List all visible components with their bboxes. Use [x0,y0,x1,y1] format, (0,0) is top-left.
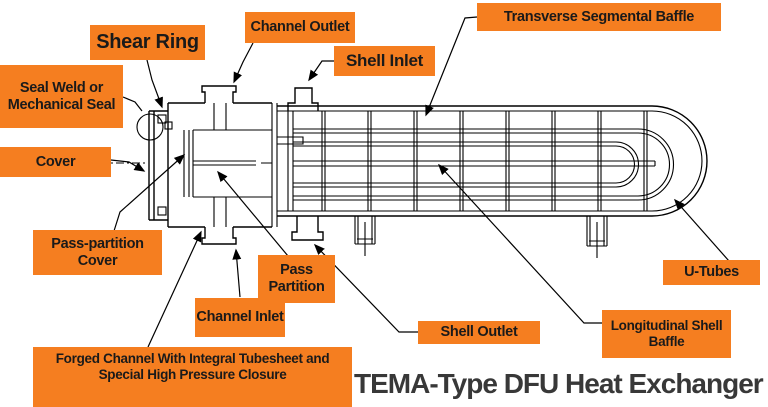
shear-ring-detail [157,114,173,130]
leader-pass-partition-cover [113,154,186,232]
leader-seal-weld [122,96,143,112]
leader-transverse-baffle [425,16,478,117]
leader-channel-outlet [233,42,254,84]
seal-weld-circle [136,113,164,141]
support-saddle-right [586,216,608,258]
label-channel-outlet: Channel Outlet [245,12,355,43]
tube-bundle [293,128,674,201]
leader-cover [110,159,146,172]
leader-longitudinal-baffle [437,163,602,324]
support-saddle-left [354,216,376,256]
label-longitudinal-shell-baffle: Longitudinal Shell Baffle [602,310,731,358]
channel-body [167,102,272,228]
label-shell-outlet: Shell Outlet [418,321,540,344]
label-pass-partition: Pass Partition [258,255,335,303]
label-shear-ring: Shear Ring [90,25,205,60]
label-u-tubes: U-Tubes [663,260,760,285]
leader-shell-inlet [308,60,334,82]
cover-plate [148,110,168,221]
leader-u-tubes [674,198,730,262]
shell-body [271,103,708,227]
baffles [321,111,648,211]
shell-outlet-nozzle [291,216,324,241]
leader-shear-ring [146,59,163,109]
label-channel-inlet: Channel Inlet [195,298,285,337]
diagram-title: TEMA-Type DFU Heat Exchanger [354,368,764,399]
impingement-plate [277,136,304,145]
leader-forged-channel [147,230,202,348]
leader-pass-partition [217,170,289,257]
label-seal-weld: Seal Weld or Mechanical Seal [0,65,123,128]
channel-inlet-nozzle [201,227,237,245]
channel-outlet-nozzle [201,85,237,103]
label-shell-inlet: Shell Inlet [334,46,435,76]
tubesheet [287,111,294,211]
pass-partition-cover-plate [183,130,190,197]
label-forged-channel: Forged Channel With Integral Tubesheet a… [33,347,352,407]
shell-inlet-nozzle [287,87,319,111]
label-transverse-segmental-baffle: Transverse Segmental Baffle [477,3,721,31]
pass-partition-plate [193,160,272,166]
label-cover: Cover [0,147,111,177]
label-pass-partition-cover: Pass-partition Cover [33,230,162,275]
longitudinal-baffle-line [293,160,656,167]
leader-shell-outlet [313,243,418,333]
leader-channel-inlet [232,248,242,298]
